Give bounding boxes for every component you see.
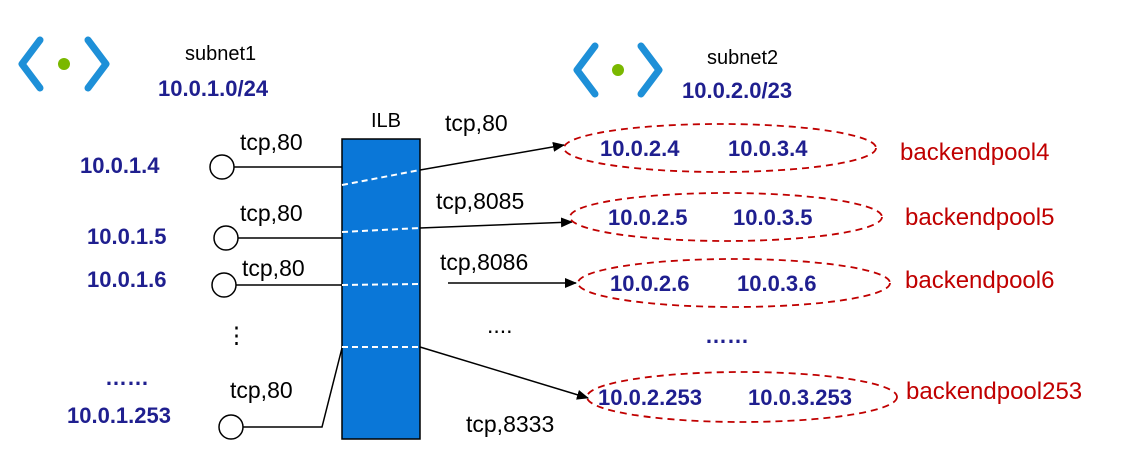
frontend-vertical-ellipsis: ⋮: [225, 322, 248, 348]
rule-protocol: tcp,80: [445, 110, 508, 136]
rule-arrow: [419, 141, 565, 171]
backend-pool-ellipse: [569, 192, 883, 242]
backend-ip: 10.0.2.4: [600, 136, 680, 161]
subnet2-cidr: 10.0.2.0/23: [682, 78, 792, 103]
backend-ip: 10.0.2.253: [598, 385, 702, 410]
pool-ellipsis: ……: [705, 323, 749, 348]
frontend-ip: 10.0.1.6: [87, 267, 167, 292]
ilb-label: ILB: [371, 110, 401, 132]
backend-pool-name: backendpool6: [905, 267, 1054, 294]
subnet1-name: subnet1: [185, 43, 256, 65]
backend-pool-ellipse: [563, 123, 877, 173]
backend-ip: 10.0.2.5: [608, 205, 688, 230]
frontend-ip: 10.0.1.253: [67, 403, 171, 428]
rule-arrow: [419, 346, 589, 400]
frontend-ip: 10.0.1.5: [87, 224, 167, 249]
rule-arrow: [419, 217, 573, 229]
rule-protocol: tcp,8333: [466, 411, 554, 437]
frontend-protocol: tcp,80: [240, 129, 303, 155]
frontend-endpoint: [211, 272, 237, 298]
frontend-protocol: tcp,80: [230, 377, 293, 403]
subnet-icon: [573, 42, 663, 98]
backend-pool-ellipse: [577, 258, 891, 308]
backend-ip: 10.0.3.253: [748, 385, 852, 410]
rule-protocol: tcp,8086: [440, 249, 528, 275]
backend-pool-name: backendpool253: [906, 378, 1082, 405]
frontend-protocol: tcp,80: [242, 255, 305, 281]
backend-pool-name: backendpool4: [900, 139, 1049, 166]
ilb-mapping-line: [341, 283, 421, 286]
subnet2-name: subnet2: [707, 47, 778, 69]
rule-protocol: tcp,8085: [436, 188, 524, 214]
backend-pool-name: backendpool5: [905, 204, 1054, 231]
ilb-mapping-line: [341, 227, 421, 233]
backend-ip: 10.0.3.6: [737, 271, 817, 296]
subnet-icon: [18, 36, 110, 92]
frontend-ellipsis: ……: [105, 365, 149, 390]
frontend-endpoint: [209, 154, 235, 180]
backend-ip: 10.0.2.6: [610, 271, 690, 296]
subnet1-cidr: 10.0.1.0/24: [158, 76, 269, 101]
frontend-endpoint: [213, 225, 239, 251]
frontend-ip: 10.0.1.4: [80, 153, 160, 178]
frontend-endpoint: [218, 414, 244, 440]
backend-ip: 10.0.3.5: [733, 205, 813, 230]
backend-ip: 10.0.3.4: [728, 136, 808, 161]
frontend-line: [243, 347, 343, 428]
frontend-protocol: tcp,80: [240, 200, 303, 226]
backend-pool-ellipse: [586, 371, 898, 423]
ilb-mapping-line: [341, 169, 421, 186]
ilb-block: [341, 138, 421, 440]
rule-ellipsis: ....: [487, 312, 513, 338]
